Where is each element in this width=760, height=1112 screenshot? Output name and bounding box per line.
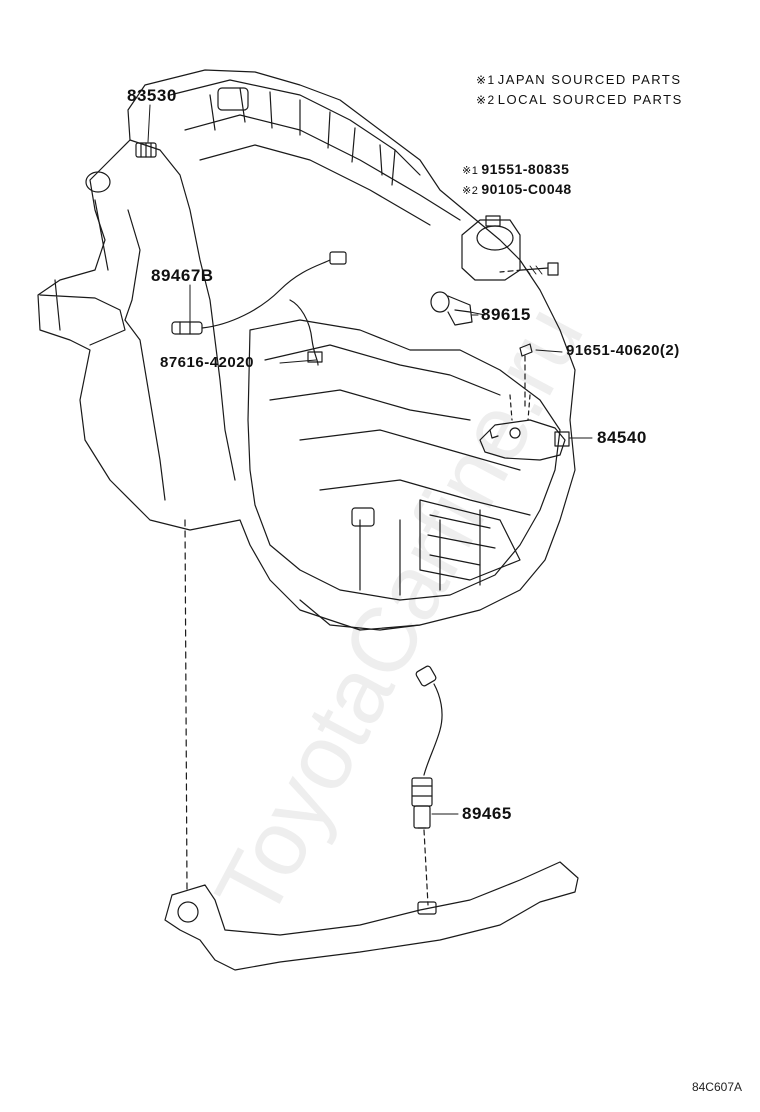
transaxle xyxy=(247,319,561,631)
part-label-89467b[interactable]: 89467B xyxy=(151,266,214,285)
local-note-text: LOCAL SOURCED PARTS xyxy=(497,92,683,107)
japan-note-text: JAPAN SOURCED PARTS xyxy=(497,72,682,87)
part-label-87616[interactable]: 87616-42020 xyxy=(160,354,254,371)
bolt-local-number[interactable]: 90105-C0048 xyxy=(481,181,572,197)
japan-mark: ※1 xyxy=(476,73,496,87)
part-label-89615[interactable]: 89615 xyxy=(481,305,531,324)
neutral-start-switch xyxy=(479,343,570,461)
air-fuel-ratio-sensor xyxy=(171,251,347,366)
oxygen-sensor xyxy=(411,665,443,906)
local-mark: ※2 xyxy=(476,93,496,107)
part-label-83530[interactable]: 83530 xyxy=(127,86,177,105)
oil-pressure-switch xyxy=(135,142,157,158)
part-label-91651[interactable]: 91651-40620(2) xyxy=(566,342,680,359)
knock-sensor xyxy=(430,291,486,326)
part-label-84540[interactable]: 84540 xyxy=(597,428,647,447)
bolt-japan-mark: ※1 xyxy=(462,165,479,177)
part-label-89465[interactable]: 89465 xyxy=(462,804,512,823)
exhaust-pipe xyxy=(164,861,579,971)
pipe-connection-line xyxy=(184,519,188,891)
bolt-local-mark: ※2 xyxy=(462,185,479,197)
leader-lines xyxy=(147,104,593,815)
bolt-japan-number[interactable]: 91551-80835 xyxy=(481,161,570,177)
figure-code: 84C607A xyxy=(691,1080,742,1094)
knock-sensor-bolt xyxy=(499,262,559,276)
engine-block xyxy=(37,69,576,631)
